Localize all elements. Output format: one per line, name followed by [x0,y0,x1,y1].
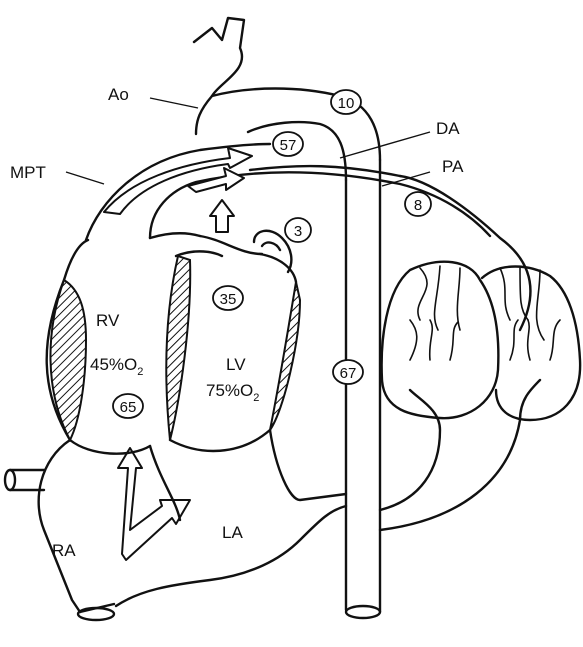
ra-inflow-arrow [118,448,190,560]
value-da-circle: 57 [273,132,303,156]
label-la: LA [222,523,243,542]
svg-text:65: 65 [120,399,137,416]
svg-text:10: 10 [338,95,355,112]
label-lv-saturation: 75%O2 [206,381,259,404]
label-mpt: MPT [10,163,46,182]
value-pv-circle: 3 [285,218,311,242]
label-ao: Ao [108,85,129,104]
label-rv: RV [96,311,120,330]
label-rv-saturation: 45%O2 [90,355,143,378]
value-ao-circle: 10 [331,90,361,114]
pressure-values: 10 57 8 3 35 65 67 [113,90,431,418]
svg-text:35: 35 [220,291,237,308]
label-ra: RA [52,541,76,560]
value-rv-circle: 65 [113,394,143,418]
descending-aorta [346,160,380,618]
ventricles [47,233,300,454]
lungs [380,262,580,530]
left-lung [382,262,499,418]
value-pa-circle: 8 [405,192,431,216]
svg-text:3: 3 [294,223,302,240]
value-lv-circle: 35 [213,286,243,310]
label-pa: PA [442,157,464,176]
label-lv: LV [226,355,246,374]
atria [5,430,346,620]
svg-text:57: 57 [280,137,297,154]
foramen-flow-arrow [210,200,234,232]
svg-text:67: 67 [340,365,357,382]
svg-text:8: 8 [414,197,422,214]
label-da: DA [436,119,460,138]
value-ivc-circle: 67 [333,360,363,384]
mpt-flow-arrow [188,168,244,192]
